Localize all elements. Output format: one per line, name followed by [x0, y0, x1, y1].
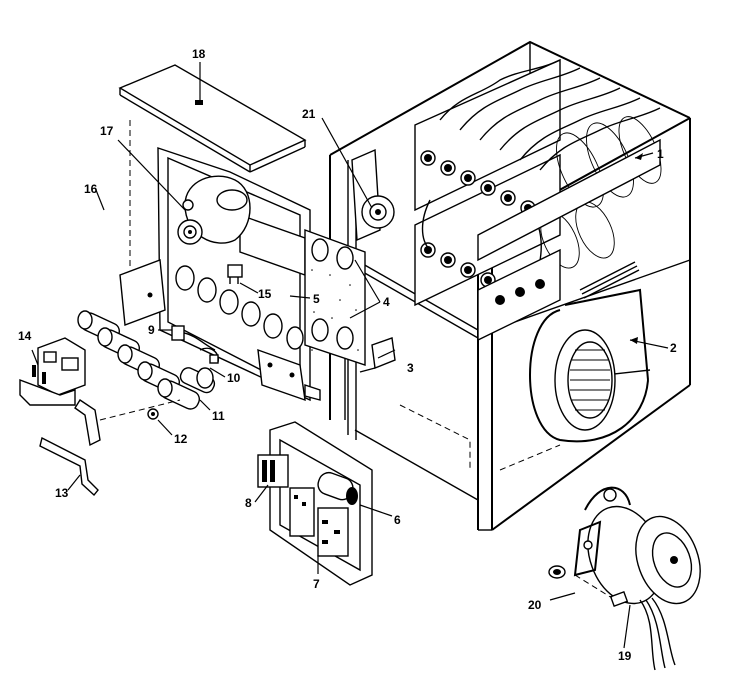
vent-grille	[579, 261, 640, 299]
inducer-blower	[177, 175, 251, 245]
control-board-assembly	[257, 421, 373, 586]
blower-motor	[587, 505, 701, 671]
callout-12: 12	[174, 432, 188, 446]
gas-pipe	[39, 399, 101, 497]
callout-16: 16	[84, 182, 98, 196]
burner	[179, 367, 216, 394]
gas-valve	[19, 337, 86, 406]
heat-exchanger	[414, 58, 662, 342]
top-cover-panel	[118, 64, 307, 173]
exchanger-tubes	[421, 59, 662, 291]
capacitor	[317, 471, 358, 505]
assembly-lines	[99, 120, 613, 599]
callout-19: 19	[618, 649, 632, 663]
motor-bolt	[609, 591, 629, 607]
limit-switch	[359, 337, 396, 373]
callout-2: 2	[670, 341, 677, 355]
circuit-board	[289, 487, 349, 557]
callout-3: 3	[407, 361, 414, 375]
callout-17: 17	[100, 124, 114, 138]
callout-13: 13	[55, 486, 69, 500]
motor-grommet	[548, 565, 566, 579]
leader-lines	[31, 62, 669, 649]
mounting-bracket	[119, 259, 166, 326]
flue-collar-assembly	[351, 148, 395, 242]
burner-openings	[175, 265, 304, 350]
gasket-strip	[304, 228, 366, 366]
callout-21: 21	[302, 107, 316, 121]
pressure-switch	[227, 264, 243, 284]
valve-terminals	[32, 365, 46, 384]
burner	[157, 378, 200, 410]
burner-bracket	[257, 348, 321, 402]
orifice-fitting	[147, 408, 159, 420]
callout-6: 6	[394, 513, 401, 527]
callout-11: 11	[212, 409, 225, 423]
callout-15: 15	[258, 287, 272, 301]
callout-labels: 1 2 3 4 5 6 7 8 9 10 11 12 13 14 15 16 1…	[18, 47, 677, 663]
igniter	[199, 347, 219, 364]
callout-14: 14	[18, 329, 32, 343]
gasket-texture	[311, 269, 359, 351]
callout-8: 8	[245, 496, 252, 510]
callout-10: 10	[227, 371, 241, 385]
callout-4: 4	[383, 295, 390, 309]
gasket-holes	[311, 238, 354, 350]
callout-7: 7	[313, 577, 320, 591]
callout-5: 5	[313, 292, 320, 306]
callout-1: 1	[657, 147, 664, 161]
motor-mount-bracket	[573, 486, 631, 577]
flame-sensor	[171, 325, 216, 351]
transformer	[257, 454, 289, 488]
callout-18: 18	[192, 47, 206, 61]
burner-row	[77, 310, 216, 410]
blower-wheel-housing	[529, 288, 649, 443]
callout-9: 9	[148, 323, 155, 337]
callout-20: 20	[528, 598, 542, 612]
blower-blades	[570, 349, 610, 411]
